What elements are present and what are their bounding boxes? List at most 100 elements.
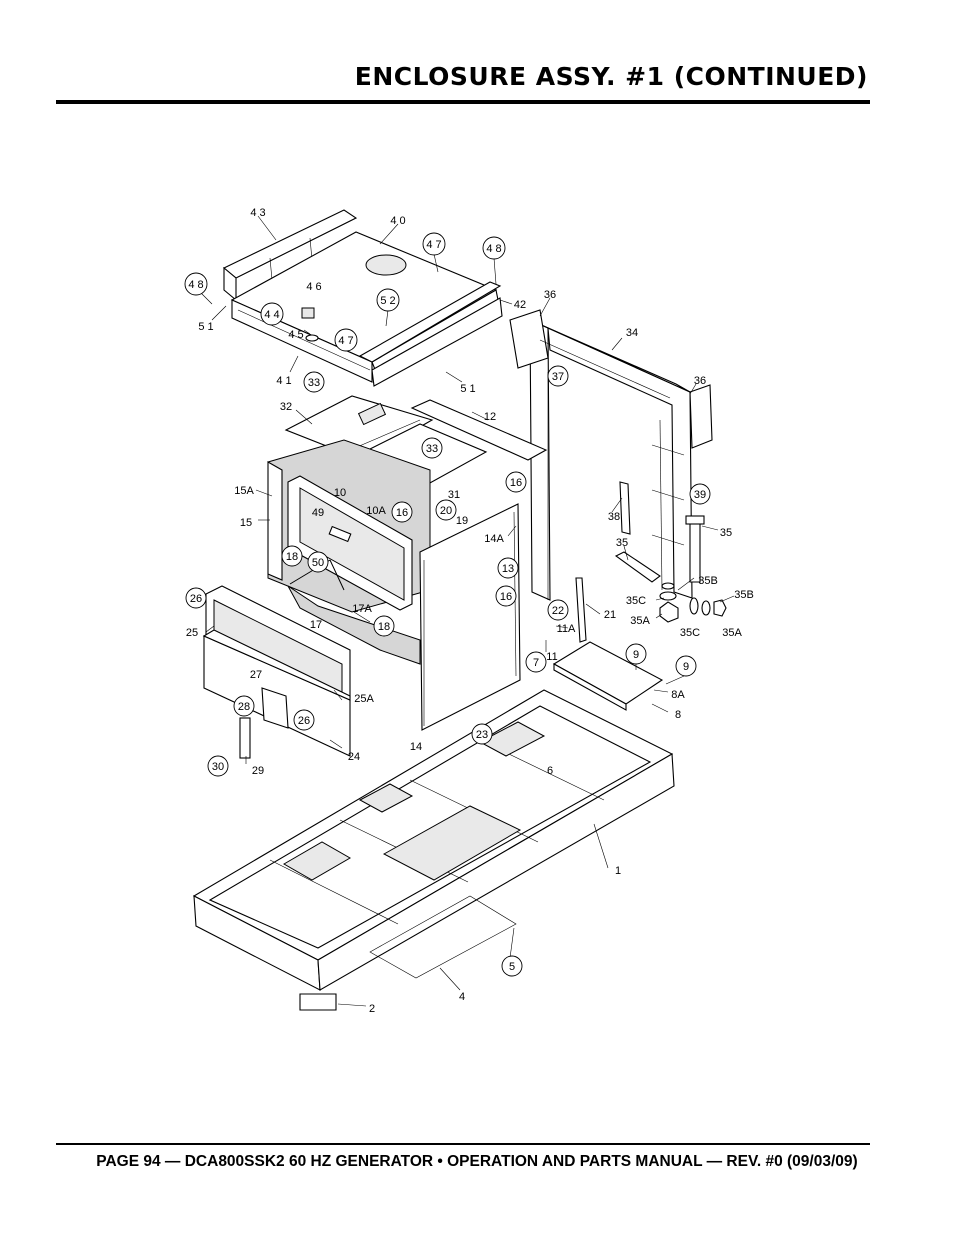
callout-14: 14	[410, 741, 422, 753]
callout-label: 14A	[484, 533, 504, 545]
base-frame	[192, 689, 675, 1011]
callout-35a1: 35A	[630, 615, 650, 627]
callout-33b: 33	[421, 437, 443, 459]
callout-label: 42	[514, 299, 526, 311]
callout-49: 49	[312, 507, 324, 519]
callout-8: 8	[675, 709, 681, 721]
callout-label: 6	[547, 765, 553, 777]
callout-33a: 33	[303, 371, 325, 393]
callout-12: 12	[484, 411, 496, 423]
callout-label: 32	[280, 401, 292, 413]
callout-51b: 5 1	[460, 383, 475, 395]
callout-label: 12	[484, 411, 496, 423]
callout-46: 4 6	[306, 281, 321, 293]
callout-38: 38	[608, 511, 620, 523]
callout-circle	[207, 755, 229, 777]
callout-label: 10A	[366, 505, 386, 517]
footer-rule	[56, 1143, 870, 1145]
callout-label: 35A	[722, 627, 742, 639]
callout-label: 35	[616, 537, 628, 549]
callout-label: 7	[533, 657, 539, 669]
callout-22: 22	[547, 599, 569, 621]
callout-label: 35A	[630, 615, 650, 627]
callout-label: 22	[552, 605, 564, 617]
callout-11a: 11A	[557, 623, 576, 635]
callout-label: 27	[250, 669, 262, 681]
callout-label: 15A	[234, 485, 254, 497]
callout-37: 37	[547, 365, 569, 387]
callout-10a: 10A	[366, 505, 386, 517]
callout-35c1: 35C	[626, 595, 646, 607]
callout-4: 4	[459, 991, 465, 1003]
callout-circle	[260, 302, 284, 326]
callout-9a: 9	[625, 643, 647, 665]
callout-label: 5 1	[198, 321, 213, 333]
callout-label: 20	[440, 505, 452, 517]
callout-circle	[233, 695, 255, 717]
callout-15: 15	[240, 517, 252, 529]
callout-42: 42	[514, 299, 526, 311]
callout-circle	[435, 499, 457, 521]
callout-label: 21	[604, 609, 616, 621]
callout-label: 4 7	[426, 239, 441, 251]
callout-label: 8A	[671, 689, 685, 701]
callout-label: 18	[378, 621, 390, 633]
callout-circle	[303, 371, 325, 393]
callout-label: 17	[310, 619, 322, 631]
callout-label: 4 4	[264, 309, 279, 321]
callout-label: 34	[626, 327, 638, 339]
callout-label: 4 0	[390, 215, 405, 227]
callout-label: 50	[312, 557, 324, 569]
callout-label: 4 1	[276, 375, 291, 387]
callout-label: 2	[369, 1003, 375, 1015]
callout-15a: 15A	[234, 485, 254, 497]
callout-14a: 14A	[484, 533, 504, 545]
callout-51a: 5 1	[198, 321, 213, 333]
bracket-8	[552, 641, 664, 711]
callout-47a: 4 7	[422, 232, 446, 256]
callout-label: 17A	[352, 603, 372, 615]
callout-25a: 25A	[354, 693, 374, 705]
callout-label: 35B	[734, 589, 754, 601]
callout-36a: 36	[544, 289, 556, 301]
callout-16b: 16	[391, 501, 413, 523]
callout-48a: 4 8	[482, 236, 506, 260]
callout-circle	[689, 483, 711, 505]
callout-10: 10	[334, 487, 346, 499]
callout-21: 21	[604, 609, 616, 621]
callout-label: 49	[312, 507, 324, 519]
callout-16c: 16	[495, 585, 517, 607]
callout-label: 26	[190, 593, 202, 605]
callout-label: 30	[212, 761, 224, 773]
callout-label: 4 5	[288, 329, 303, 341]
callout-circle	[185, 587, 207, 609]
callout-9b: 9	[675, 655, 697, 677]
callout-18a: 18	[281, 545, 303, 567]
callout-label: 19	[456, 515, 468, 527]
callout-label: 25	[186, 627, 198, 639]
callout-label: 8	[675, 709, 681, 721]
callout-label: 37	[552, 371, 564, 383]
callout-circle	[281, 545, 303, 567]
callout-label: 35	[720, 527, 732, 539]
callout-label: 36	[544, 289, 556, 301]
callout-17a: 17A	[352, 603, 372, 615]
callout-circle	[482, 236, 506, 260]
callout-label: 16	[500, 591, 512, 603]
callout-circle	[547, 599, 569, 621]
callout-26b: 26	[293, 709, 315, 731]
callout-circle	[184, 272, 208, 296]
callout-label: 26	[298, 715, 310, 727]
callout-circle	[497, 557, 519, 579]
callout-label: 33	[308, 377, 320, 389]
callout-17: 17	[310, 619, 322, 631]
callout-label: 5 2	[380, 295, 395, 307]
callout-label: 4 8	[486, 243, 501, 255]
callout-34: 34	[626, 327, 638, 339]
callout-label: 4 3	[250, 207, 265, 219]
callout-30: 30	[207, 755, 229, 777]
callout-23: 23	[471, 723, 493, 745]
callout-2: 2	[369, 1003, 375, 1015]
callout-circle	[525, 651, 547, 673]
